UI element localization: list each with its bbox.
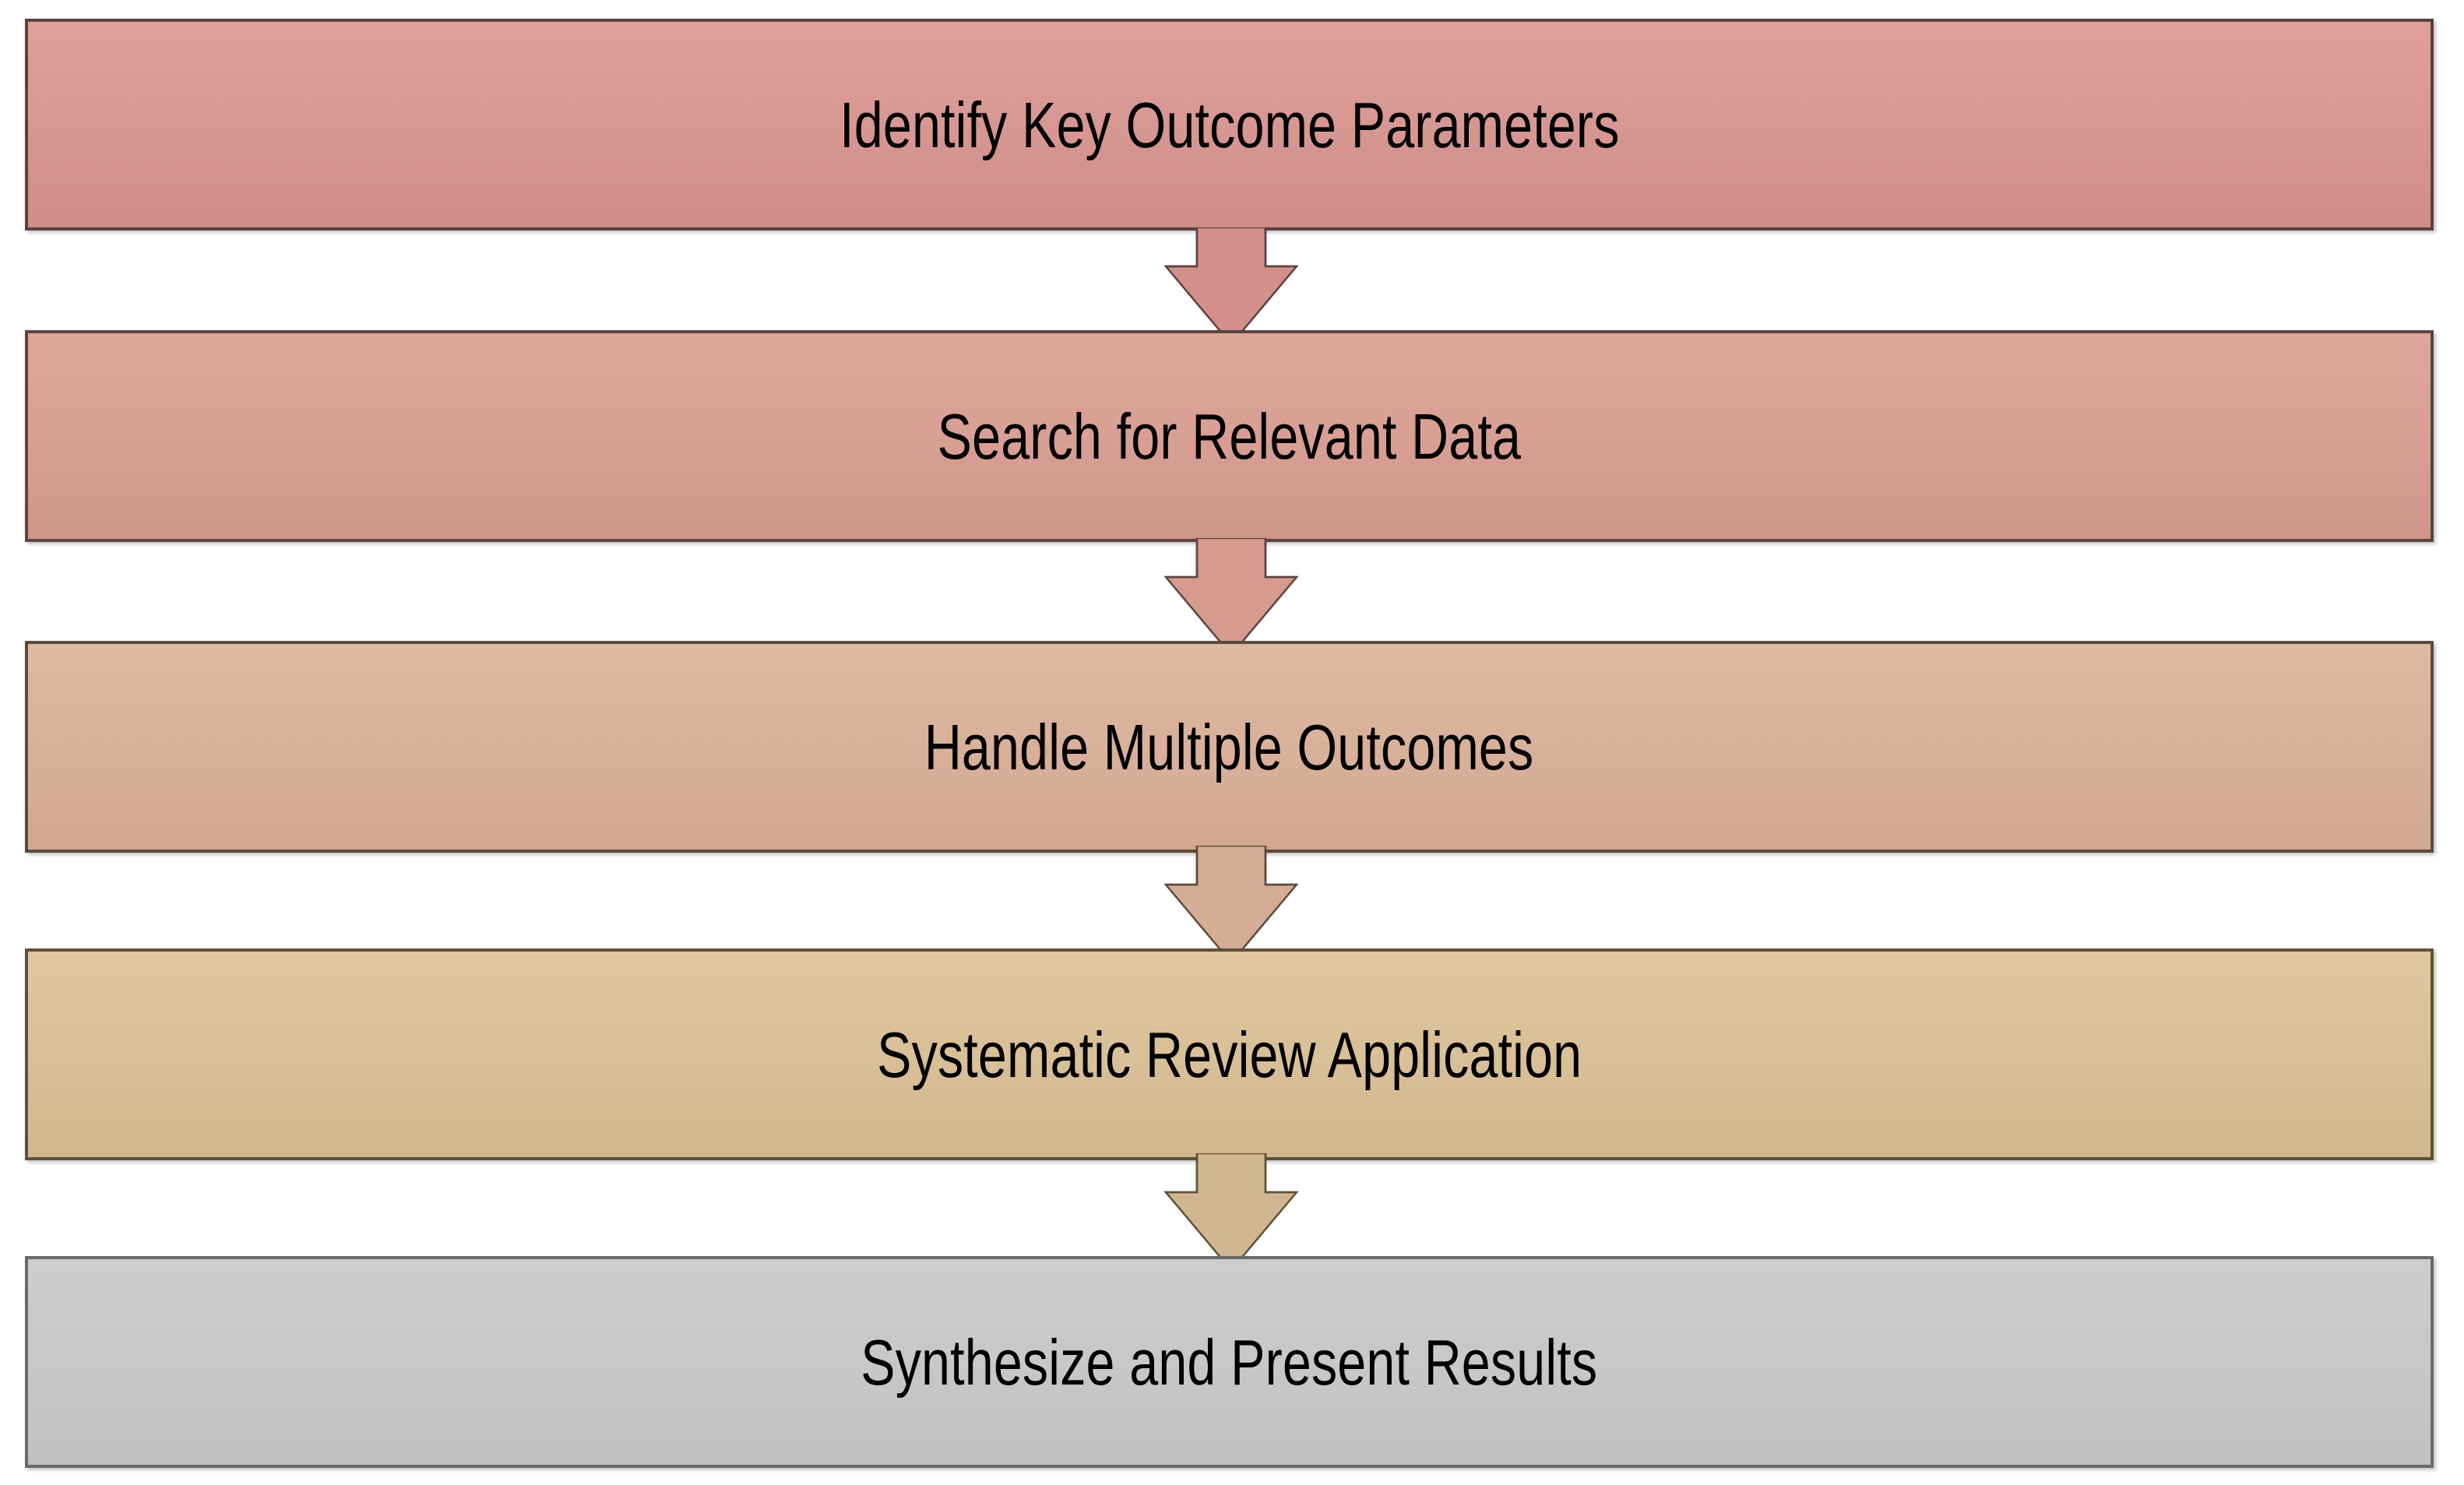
flow-step-identify-key-outcome-parameters[interactable]: Identify Key Outcome Parameters	[25, 19, 2434, 230]
connector-arrow-2	[1153, 538, 1309, 659]
connector-arrow-1	[1153, 227, 1309, 348]
connector-arrow-4	[1153, 1153, 1309, 1274]
flow-step-label: Identify Key Outcome Parameters	[839, 88, 1620, 161]
flow-step-synthesize-and-present-results[interactable]: Synthesize and Present Results	[25, 1256, 2434, 1468]
down-arrow-icon	[1163, 846, 1299, 964]
flow-step-handle-multiple-outcomes[interactable]: Handle Multiple Outcomes	[25, 641, 2434, 853]
flow-step-label: Handle Multiple Outcomes	[924, 710, 1534, 783]
flow-step-search-for-relevant-data[interactable]: Search for Relevant Data	[25, 330, 2434, 542]
connector-arrow-3	[1153, 846, 1309, 966]
flow-step-label: Search for Relevant Data	[937, 399, 1522, 473]
flow-step-systematic-review-application[interactable]: Systematic Review Application	[25, 948, 2434, 1160]
down-arrow-icon	[1163, 227, 1299, 346]
flow-step-label: Systematic Review Application	[876, 1018, 1582, 1091]
down-arrow-icon	[1163, 1153, 1299, 1272]
down-arrow-icon	[1163, 538, 1299, 656]
flow-step-label: Synthesize and Present Results	[861, 1325, 1598, 1399]
